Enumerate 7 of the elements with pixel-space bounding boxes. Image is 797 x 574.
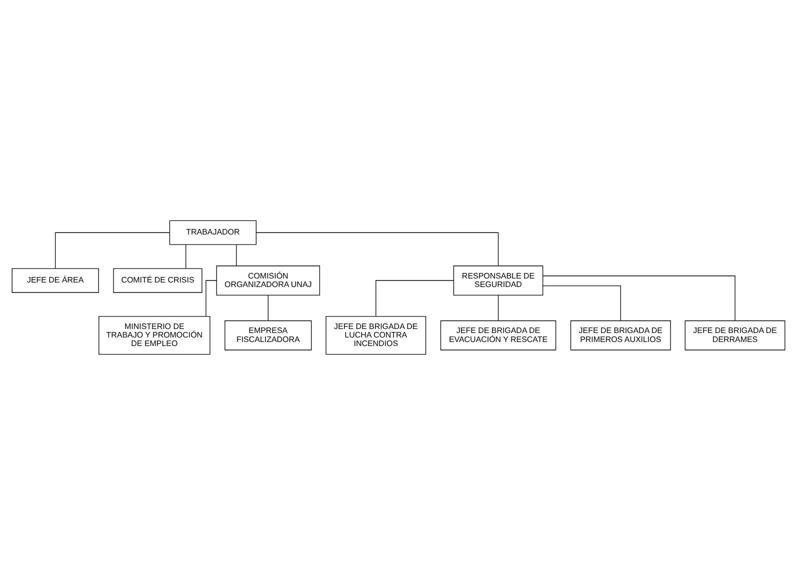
connector (542, 275, 736, 320)
connector (256, 232, 499, 266)
connector (376, 280, 454, 316)
connector (542, 285, 621, 320)
connector (55, 232, 170, 268)
connector (236, 244, 237, 266)
connector (498, 294, 499, 320)
